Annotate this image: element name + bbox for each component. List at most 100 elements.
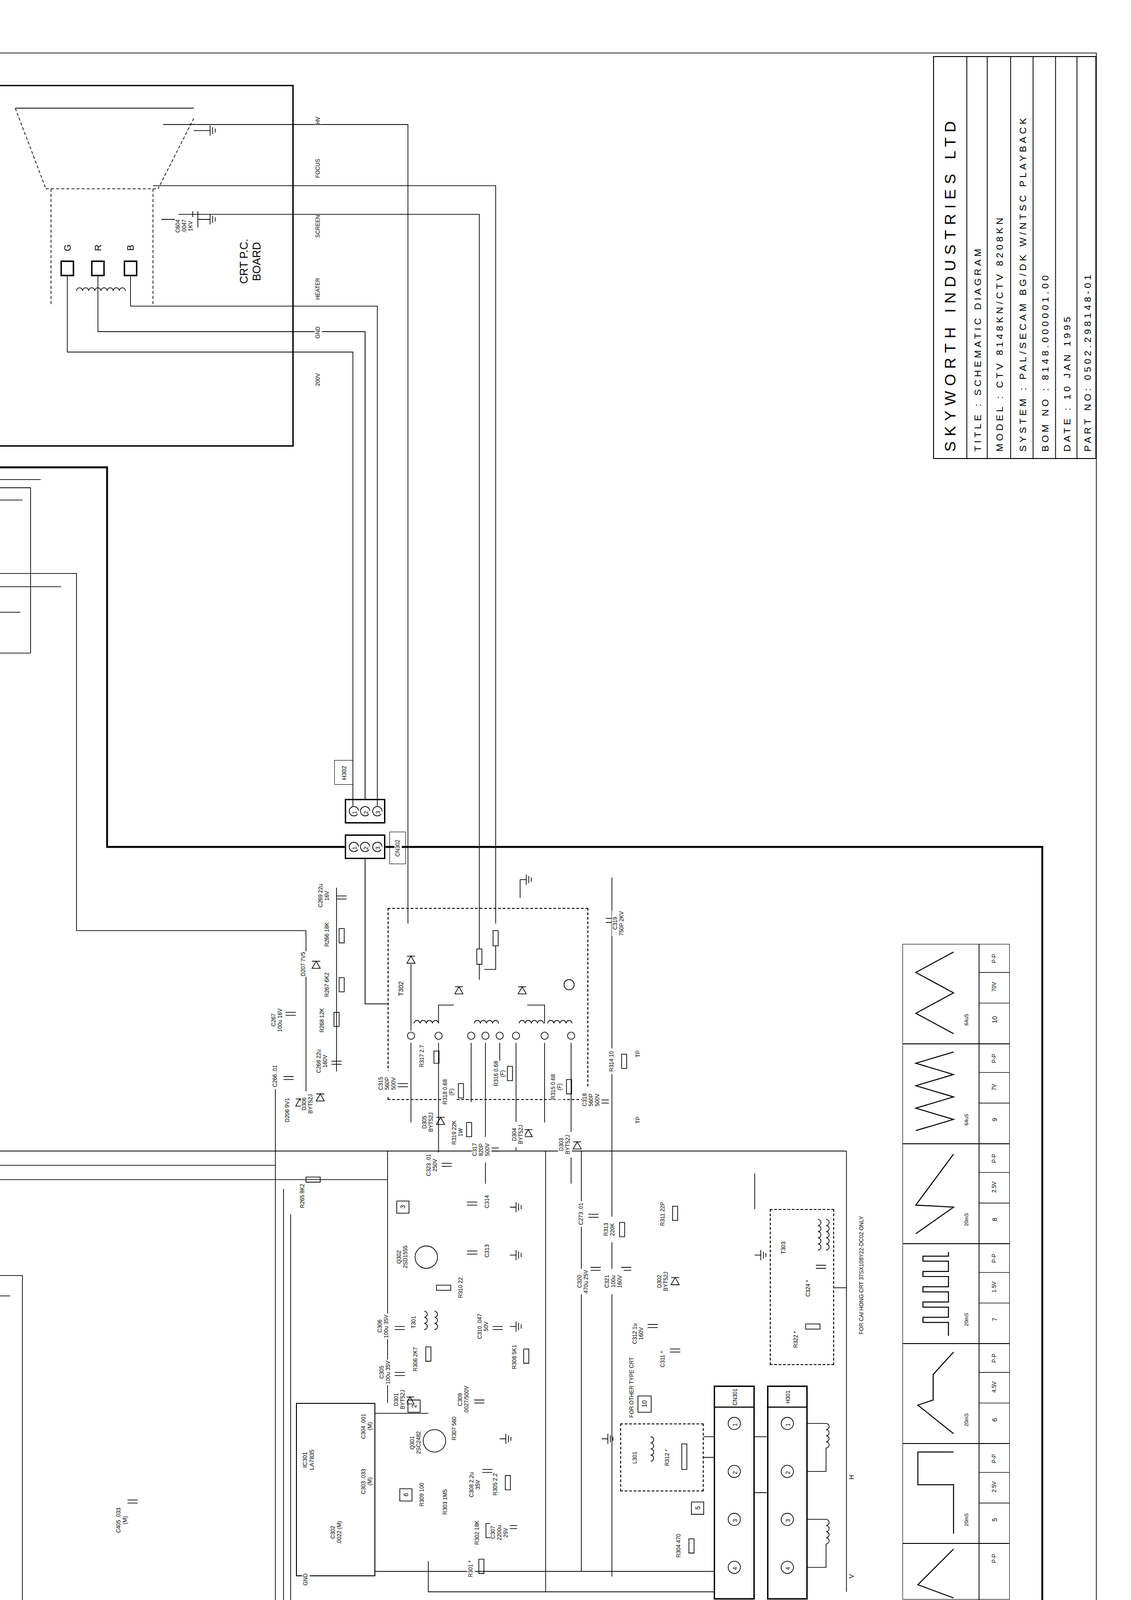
table-divider (978, 943, 980, 1600)
node-text: P-P (990, 1153, 999, 1163)
wire (0, 1295, 11, 1297)
part-label: C268 22u 160V (315, 1047, 330, 1074)
crt-outline (50, 188, 52, 307)
node-text: PART NO: 0502.298148-01 (1081, 272, 1094, 452)
callout-frame (407, 1399, 421, 1412)
part-label: C303 .033 (M) (360, 1468, 374, 1494)
callout-frame (396, 1200, 410, 1213)
node-text: R322 * (792, 1330, 800, 1348)
wire (0, 1275, 23, 1600)
wire-connector (703, 1456, 714, 1458)
pin-circle (512, 1031, 520, 1039)
resistor-symbol (621, 1053, 627, 1068)
capacitor-symbol (394, 1371, 405, 1375)
resistor-symbol (523, 1348, 529, 1363)
part-label: C405 .033 (M) (115, 1506, 130, 1533)
wire-connector (293, 331, 366, 799)
coil-symbol (424, 1310, 428, 1329)
wire (336, 887, 338, 1072)
part-label: C302 .0022 (M) (329, 1519, 344, 1545)
capacitor-symbol (669, 1348, 680, 1352)
part-label: Q301 2SC2482 (409, 1429, 424, 1455)
electrode-pad (124, 261, 137, 276)
part-label: R267 6K2 (323, 971, 332, 997)
crt-outline (152, 188, 154, 307)
part-label: R266 18K (323, 921, 332, 947)
wire (293, 306, 378, 806)
table-divider (979, 1471, 1010, 1503)
part-label: FOR OTHER TYPE CRT (628, 1356, 637, 1418)
waveform-cell: P-P (902, 1542, 1010, 1599)
ground-symbol (203, 214, 216, 225)
coil-symbol (434, 1310, 438, 1329)
part-label: HEATER (314, 277, 322, 300)
node-text: 6 (990, 1417, 999, 1422)
ground-symbol (203, 125, 216, 136)
part-label: B (124, 244, 137, 251)
wire (375, 1412, 429, 1414)
part-label: R319 22K 1W (451, 1119, 465, 1145)
diode-symbol (670, 1276, 680, 1285)
part-label: R265 8K2 (299, 1182, 307, 1209)
part-label: Q302 2SD1555 (396, 1243, 410, 1270)
node-text: 2 (731, 1470, 740, 1474)
title-divider (1010, 56, 1012, 459)
part-label: C321 100u 160V (604, 1268, 624, 1294)
node-text: 1 (731, 1422, 740, 1426)
coil-symbol (414, 1020, 439, 1024)
wire (152, 185, 496, 924)
connector: 123 (344, 834, 386, 859)
wire (807, 1543, 826, 1567)
wire (845, 1150, 847, 1592)
title-divider (1055, 56, 1057, 459)
node-text: P-P (990, 1453, 999, 1463)
pin-circle (781, 1464, 794, 1478)
pin-circle (728, 1560, 741, 1573)
pin-circle (372, 841, 383, 852)
waveform-trace (923, 1251, 949, 1335)
node-text: 10 (990, 1015, 999, 1023)
ground-symbol (601, 1432, 613, 1443)
coil-symbol (76, 287, 126, 291)
resistor-symbol (805, 1323, 820, 1329)
resistor-symbol (619, 1221, 625, 1236)
part-label: FOCUS (314, 158, 322, 178)
wire (754, 1172, 756, 1209)
board-outline (0, 466, 1043, 1600)
wire (163, 124, 409, 924)
coil-box: L301R312 * (620, 1422, 704, 1492)
resistor-symbol (333, 1011, 339, 1027)
waveform-trace (915, 951, 954, 1034)
crt-board: CRT P.C. BOARD (0, 84, 294, 447)
node-text: 5 (990, 1517, 999, 1521)
wire (484, 945, 496, 969)
connector: H3011234 (767, 1385, 808, 1600)
node-text: 2.5V (990, 1180, 999, 1193)
pin-circle (435, 1031, 443, 1039)
pin-circle (423, 1428, 446, 1452)
diode-symbol (405, 1396, 415, 1404)
part-label: TP (634, 1116, 643, 1124)
wire (0, 478, 41, 480)
wire (375, 1570, 714, 1572)
waveform-cell: 64.5VP-P20mS (902, 1343, 1010, 1443)
node-text: 1 (351, 810, 359, 814)
wire (807, 1447, 826, 1471)
pin-circle (360, 841, 370, 852)
node-text: 1.5V (990, 1281, 999, 1293)
capacitor-symbol (815, 1264, 826, 1268)
node-text: IC301 LA7835 (301, 1447, 317, 1471)
wire (754, 1435, 768, 1437)
node-text: C324 * (804, 1279, 813, 1297)
node-text: 7V (990, 1083, 999, 1090)
ground-symbol (499, 1432, 512, 1443)
part-label: R317 2.7 (418, 1042, 426, 1069)
resistor-symbol (476, 948, 482, 965)
node-text: 20mS (962, 1512, 970, 1526)
node-text: R312 * (664, 1448, 672, 1466)
part-label: R310 22 (457, 1274, 465, 1300)
waveform-trace (915, 1051, 954, 1131)
coil-symbol (518, 1020, 544, 1024)
wire (0, 611, 21, 613)
part-label: R301 * (467, 1555, 475, 1582)
